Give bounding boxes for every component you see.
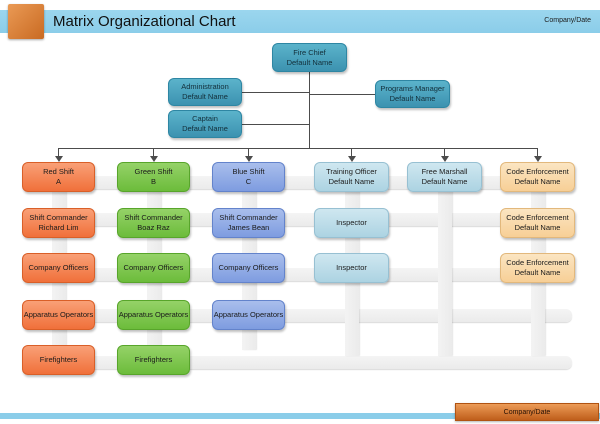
node-subtitle: Default Name bbox=[421, 177, 468, 186]
node-title: Company Officers bbox=[123, 263, 184, 273]
node-apparatus-operators-red[interactable]: Apparatus Operators bbox=[22, 300, 95, 330]
node-title: Firefighters bbox=[39, 355, 78, 365]
node-company-officers-blue[interactable]: Company Officers bbox=[212, 253, 285, 283]
node-title: Green Shift bbox=[134, 167, 173, 177]
row-band bbox=[25, 356, 572, 369]
row-band bbox=[25, 176, 572, 189]
connector-stub bbox=[537, 148, 538, 157]
footer-company-date-box: Company/Date bbox=[455, 403, 599, 421]
node-title: Red Shift bbox=[43, 167, 74, 177]
row-band bbox=[25, 309, 572, 322]
row-band bbox=[25, 213, 572, 226]
connector-stub bbox=[351, 148, 352, 157]
node-title: Captain bbox=[192, 114, 218, 124]
node-company-officers-green[interactable]: Company Officers bbox=[117, 253, 190, 283]
node-subtitle: Default Name bbox=[182, 92, 228, 101]
connector-trunk bbox=[309, 71, 310, 149]
page-title: Matrix Organizational Chart bbox=[53, 13, 236, 30]
node-title: Shift Commander bbox=[124, 213, 183, 223]
node-title: Shift Commander bbox=[29, 213, 88, 223]
node-title: Fire Chief bbox=[293, 47, 326, 57]
node-inspector[interactable]: Inspector bbox=[314, 253, 389, 283]
node-title: Apparatus Operators bbox=[23, 310, 94, 320]
footer-bar bbox=[0, 413, 600, 419]
node-code-enforcement[interactable]: Code Enforcement Default Name bbox=[500, 208, 575, 238]
node-company-officers-red[interactable]: Company Officers bbox=[22, 253, 95, 283]
arrow-down-icon bbox=[348, 156, 356, 162]
node-subtitle: James Bean bbox=[227, 223, 270, 232]
node-administration[interactable]: Administration Default Name bbox=[168, 78, 242, 106]
node-free-marshall[interactable]: Free Marshall Default Name bbox=[407, 162, 482, 192]
node-subtitle: Default Name bbox=[328, 177, 375, 186]
node-subtitle: Boaz Raz bbox=[137, 223, 170, 232]
node-programs-manager[interactable]: Programs Manager Default Name bbox=[375, 80, 450, 108]
arrow-down-icon bbox=[534, 156, 542, 162]
node-title: Apparatus Operators bbox=[213, 310, 284, 320]
connector-stub bbox=[444, 148, 445, 157]
node-shift-commander-green[interactable]: Shift Commander Boaz Raz bbox=[117, 208, 190, 238]
node-title: Free Marshall bbox=[421, 167, 468, 177]
node-captain[interactable]: Captain Default Name bbox=[168, 110, 242, 138]
arrow-down-icon bbox=[55, 156, 63, 162]
header-bar bbox=[0, 10, 600, 33]
node-code-enforcement[interactable]: Code Enforcement Default Name bbox=[500, 253, 575, 283]
node-green-shift[interactable]: Green Shift B bbox=[117, 162, 190, 192]
column-stripe bbox=[438, 190, 452, 356]
arrow-down-icon bbox=[441, 156, 449, 162]
footer-company-date: Company/Date bbox=[503, 408, 551, 416]
node-title: Company Officers bbox=[28, 263, 89, 273]
connector-captain bbox=[242, 124, 309, 125]
node-title: Code Enforcement bbox=[506, 167, 569, 177]
connector-rail bbox=[58, 148, 538, 149]
node-firefighters-green[interactable]: Firefighters bbox=[117, 345, 190, 375]
node-subtitle: B bbox=[150, 177, 156, 186]
node-apparatus-operators-green[interactable]: Apparatus Operators bbox=[117, 300, 190, 330]
connector-administration bbox=[242, 92, 309, 93]
node-title: Shift Commander bbox=[219, 213, 278, 223]
node-subtitle: Default Name bbox=[514, 223, 561, 232]
node-title: Firefighters bbox=[134, 355, 173, 365]
node-title: Inspector bbox=[336, 263, 367, 273]
connector-stub bbox=[58, 148, 59, 157]
node-title: Company Officers bbox=[218, 263, 279, 273]
node-firefighters-red[interactable]: Firefighters bbox=[22, 345, 95, 375]
node-title: Code Enforcement bbox=[506, 258, 569, 268]
node-blue-shift[interactable]: Blue Shift C bbox=[212, 162, 285, 192]
node-code-enforcement[interactable]: Code Enforcement Default Name bbox=[500, 162, 575, 192]
node-subtitle: Default Name bbox=[514, 177, 561, 186]
node-subtitle: Default Name bbox=[182, 124, 228, 133]
node-title: Inspector bbox=[336, 218, 367, 228]
node-subtitle: Default Name bbox=[514, 268, 561, 277]
node-apparatus-operators-blue[interactable]: Apparatus Operators bbox=[212, 300, 285, 330]
node-title: Blue Shift bbox=[232, 167, 265, 177]
node-red-shift[interactable]: Red Shift A bbox=[22, 162, 95, 192]
node-subtitle: Default Name bbox=[286, 57, 333, 67]
node-subtitle: Richard Lim bbox=[38, 223, 79, 232]
node-title: Administration bbox=[181, 82, 229, 92]
node-title: Apparatus Operators bbox=[118, 310, 189, 320]
logo-square-icon bbox=[8, 4, 44, 39]
node-subtitle: Default Name bbox=[389, 94, 436, 103]
node-title: Programs Manager bbox=[380, 84, 445, 94]
arrow-down-icon bbox=[245, 156, 253, 162]
arrow-down-icon bbox=[150, 156, 158, 162]
node-title: Code Enforcement bbox=[506, 213, 569, 223]
connector-stub bbox=[248, 148, 249, 157]
node-subtitle: A bbox=[55, 177, 61, 186]
node-shift-commander-blue[interactable]: Shift Commander James Bean bbox=[212, 208, 285, 238]
header-company-date: Company/Date bbox=[544, 17, 591, 24]
connector-stub bbox=[153, 148, 154, 157]
connector-programs-manager bbox=[310, 94, 375, 95]
node-title: Training Officer bbox=[326, 167, 377, 177]
node-shift-commander-red[interactable]: Shift Commander Richard Lim bbox=[22, 208, 95, 238]
node-inspector[interactable]: Inspector bbox=[314, 208, 389, 238]
node-training-officer[interactable]: Training Officer Default Name bbox=[314, 162, 389, 192]
node-subtitle: C bbox=[245, 177, 252, 186]
row-band bbox=[25, 268, 572, 281]
node-fire-chief[interactable]: Fire Chief Default Name bbox=[272, 43, 347, 72]
